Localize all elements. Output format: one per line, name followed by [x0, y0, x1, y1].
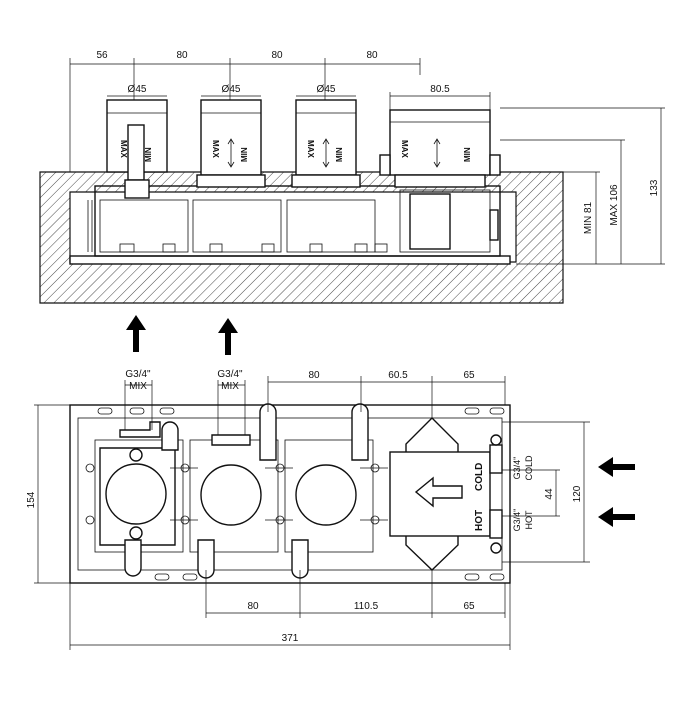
valve-chamber-1: [99, 199, 189, 253]
valve-chamber-2: [192, 199, 282, 253]
up-arrow: [126, 315, 146, 352]
top-dimension-labels: 56 80 80 80 Ø45 Ø45 Ø45 80.5: [96, 50, 450, 95]
min-label: MIN: [335, 147, 344, 162]
dim-80-5: 80.5: [430, 84, 450, 95]
max-label: MAX: [400, 140, 409, 158]
max-label: MAX: [306, 140, 315, 158]
right-dimension-labels: MIN 81 MAX 106 133: [583, 179, 660, 234]
dim-80-a: 80: [176, 50, 188, 61]
mounting-slots: [97, 407, 505, 581]
cartridge-1: [106, 99, 168, 199]
diverter-cartridge-body: [409, 193, 451, 250]
diameter-label-1: Ø45: [128, 84, 147, 95]
port-size-2: G3/4": [217, 369, 243, 380]
port-label-mix-2: MIX: [221, 381, 239, 392]
port-size-1: G3/4": [125, 369, 151, 380]
bottom-plan-view: COLD HOT G3/4" MIX G3/4" MIX 80 60.5 65: [26, 369, 590, 650]
wall-hatching: [39, 171, 564, 304]
cold-label: COLD: [474, 463, 485, 491]
cartridge-range-labels: MAX MIN MAX MIN MAX MIN MAX MIN: [119, 140, 472, 162]
dim-80-top: 80: [308, 370, 320, 381]
dim-110-5: 110.5: [354, 601, 379, 612]
max-label: MAX: [119, 140, 128, 158]
bottom-top-dimension-labels: G3/4" MIX G3/4" MIX 80 60.5 65: [125, 369, 475, 392]
dim-80-c: 80: [366, 50, 378, 61]
dim-60-5: 60.5: [388, 370, 408, 381]
port-label-hot: HOT: [524, 510, 534, 530]
flow-arrows: [126, 315, 635, 527]
min-label: MIN: [240, 147, 249, 162]
port-size-hot: G3/4": [512, 509, 522, 532]
dim-80-bottom: 80: [247, 601, 259, 612]
right-port-dimensions: [502, 421, 590, 563]
dim-65-bottom: 65: [463, 601, 475, 612]
flow-direction-arrow: [414, 476, 463, 508]
cartridge-hole-2: [200, 464, 262, 526]
dim-133: 133: [649, 179, 660, 196]
port-label-cold: COLD: [524, 455, 534, 481]
bottom-dimension-lines: [69, 570, 511, 650]
diverter-labels: COLD HOT: [474, 463, 485, 531]
cartridge-hole-1: [105, 463, 167, 525]
adjust-range-arrows: [227, 138, 441, 168]
dim-120: 120: [572, 485, 583, 502]
dim-65-top: 65: [463, 370, 475, 381]
diameter-label-3: Ø45: [317, 84, 336, 95]
cartridge-hole-3: [295, 464, 357, 526]
up-arrow: [218, 318, 238, 355]
bottom-top-dimension-lines: [124, 376, 506, 435]
mounting-plate: [69, 255, 511, 265]
min-label: MIN: [144, 147, 153, 162]
side-inlets: [489, 434, 503, 554]
top-dimension-lines: [69, 58, 491, 172]
hot-label: HOT: [474, 510, 485, 531]
base-plate-inner: [77, 417, 503, 571]
right-dimension-lines: [500, 107, 665, 265]
dim-max-106: MAX 106: [609, 184, 620, 226]
valve-chamber-3: [286, 199, 376, 253]
top-section-view: MAX MIN MAX MIN MAX MIN MAX MIN: [39, 50, 665, 304]
port-label-mix-1: MIX: [129, 381, 147, 392]
max-label: MAX: [211, 140, 220, 158]
cartridge-4: [379, 109, 501, 188]
diameter-label-2: Ø45: [222, 84, 241, 95]
left-arrow: [598, 457, 635, 477]
mounting-lugs: [119, 403, 369, 579]
dim-min-81: MIN 81: [583, 201, 594, 234]
left-arrow: [598, 507, 635, 527]
bottom-dimension-labels: 80 110.5 65 371: [247, 601, 475, 644]
min-label: MIN: [463, 147, 472, 162]
left-height-dimension: [34, 404, 70, 584]
side-fitting: [489, 209, 499, 241]
clip-screws: [85, 463, 388, 525]
valve-housing-3: [284, 439, 374, 553]
right-port-labels: G3/4" COLD G3/4" HOT 44 120: [512, 455, 583, 531]
dim-371: 371: [282, 633, 299, 644]
dim-80-b: 80: [271, 50, 283, 61]
dim-154: 154: [26, 491, 37, 508]
base-clips: [87, 200, 388, 253]
port-size-cold: G3/4": [512, 457, 522, 480]
dim-44: 44: [544, 488, 555, 500]
dim-56: 56: [96, 50, 108, 61]
